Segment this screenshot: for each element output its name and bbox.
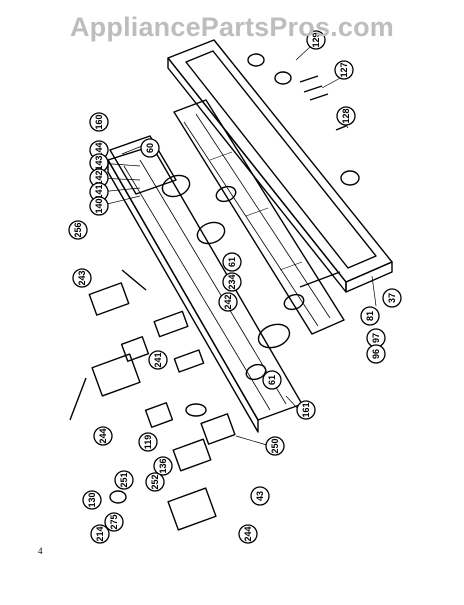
callout-label: 214 [95,526,105,541]
callout-circle [250,486,270,506]
callout-label: 37 [387,293,397,303]
callout-label: 129 [311,32,321,47]
callout-label: 119 [143,435,153,450]
callout-circle [82,490,102,510]
callout-circle [366,344,386,364]
callout-label: 234 [227,274,237,289]
callout-label: 60 [145,143,155,153]
callout-label: 140 [94,198,104,213]
callout-label: 128 [341,108,351,123]
callout-circle [153,456,173,476]
callout-circle [296,400,316,420]
knobs [247,53,360,186]
callout-label: 160 [94,114,104,129]
callout-label: 161 [301,402,311,417]
callout-circle [218,292,238,312]
callout-circle [140,138,160,158]
callout-circle [93,426,113,446]
leader-lines [98,45,377,449]
callout-label: 244 [243,526,253,541]
callout-circle [360,306,380,326]
callout-label: 43 [255,491,265,501]
callout-circle [148,350,168,370]
components [69,269,236,531]
page-number: 4 [38,546,43,556]
callout-label: 143 [94,155,104,170]
callout-label: 97 [371,333,381,343]
callout-label: 142 [94,170,104,185]
callout-circle [262,370,282,390]
callout-label: 136 [158,458,168,473]
callout-label: 130 [87,492,97,507]
callout-circle [104,512,124,532]
watermark: AppliancePartsPros.com [69,12,394,42]
callout-label: 61 [267,375,277,385]
callout-circle [138,432,158,452]
callout-label: 244 [98,428,108,443]
callout-label: 127 [339,62,349,77]
callout-label: 241 [153,352,163,367]
callout-circle [145,472,165,492]
callout-circle [114,470,134,490]
callout-circle [89,112,109,132]
frame-bezel [167,39,393,293]
callout-label: 252 [150,474,160,489]
callout-circle [265,436,285,456]
callout-label: 61 [227,257,237,267]
callout-circle [89,196,109,216]
callout-label: 243 [77,270,87,285]
callout-circle [306,30,326,50]
callout-label: 81 [365,311,375,321]
dials [161,174,305,381]
callout-label: 250 [270,438,280,453]
callout-circle [72,268,92,288]
callout-circle [222,252,242,272]
callout-label: 275 [109,514,119,529]
glass-panel [173,99,345,335]
callout-circle [336,106,356,126]
callout-circle [382,288,402,308]
callout-label: 96 [371,349,381,359]
callout-circle [334,60,354,80]
callout-circle [68,220,88,240]
callout-label: 141 [94,184,104,199]
callout-label: 256 [73,222,83,237]
callout-circle [238,524,258,544]
callout-circle [90,524,110,544]
callout-label: 242 [223,294,233,309]
callout-label: 251 [119,472,129,487]
callout-label: 144 [94,142,104,157]
callout-circle [222,272,242,292]
